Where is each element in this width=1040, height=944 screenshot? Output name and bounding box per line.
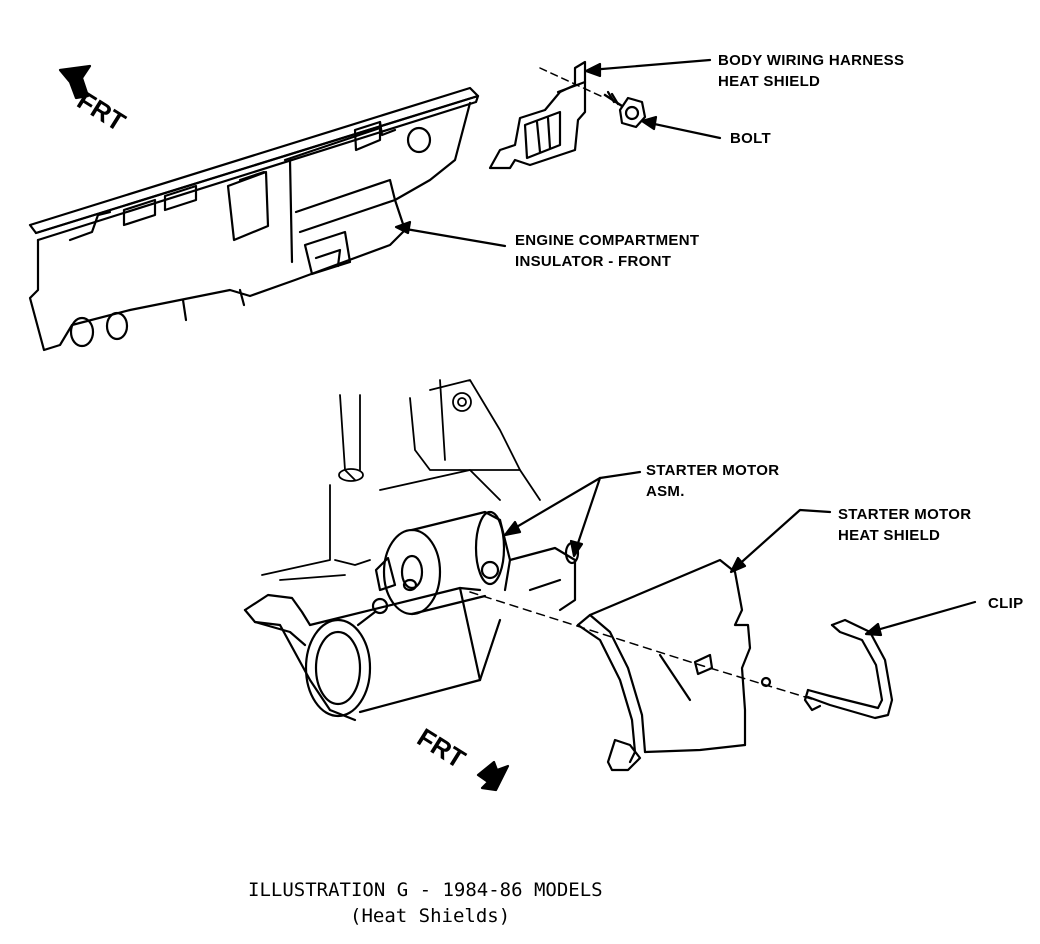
label-wiring-harness-line1: BODY WIRING HARNESS xyxy=(718,52,905,69)
bolt-leader-arrowhead-icon xyxy=(640,115,658,131)
frt-arrow-bottom-icon xyxy=(476,760,510,792)
engine-bracket xyxy=(261,379,541,581)
label-starter-shield: STARTER MOTOR HEAT SHIELD xyxy=(838,504,971,546)
engine-compartment-insulator xyxy=(28,86,480,352)
starter-motor-leader-a xyxy=(506,476,602,534)
label-starter-motor-line2: ASM. xyxy=(646,483,685,500)
label-insulator-line1: ENGINE COMPARTMENT xyxy=(515,232,700,249)
bolt-leader xyxy=(643,120,722,140)
label-clip: CLIP xyxy=(988,595,1024,612)
insulator-leader-arrowhead-icon xyxy=(394,220,412,235)
starter-motor-arrowhead-b-icon xyxy=(569,539,584,558)
label-wiring-harness-line2: HEAT SHIELD xyxy=(718,73,821,90)
label-wiring-harness: BODY WIRING HARNESS HEAT SHIELD xyxy=(718,50,904,92)
frt-arrow-top-icon xyxy=(58,64,92,100)
starter-motor-leader-b xyxy=(573,476,602,554)
label-insulator-line2: INSULATOR - FRONT xyxy=(515,253,672,270)
starter-motor-leader xyxy=(598,470,642,480)
shield-leader xyxy=(733,508,832,570)
starter-motor-heat-shield xyxy=(576,558,772,772)
caption-line1: ILLUSTRATION G - 1984-86 MODELS xyxy=(248,879,603,901)
shield-leader-arrowhead-icon xyxy=(729,556,747,574)
label-bolt: BOLT xyxy=(730,130,771,147)
label-insulator: ENGINE COMPARTMENT INSULATOR - FRONT xyxy=(515,230,699,272)
bolt-part xyxy=(603,90,647,129)
label-starter-motor: STARTER MOTOR ASM. xyxy=(646,460,779,502)
clip-leader xyxy=(868,600,977,634)
insulator-leader xyxy=(398,226,507,248)
shield-axis-line xyxy=(469,591,816,701)
bolt-axis-line xyxy=(539,67,606,99)
label-starter-motor-line1: STARTER MOTOR xyxy=(646,462,780,479)
wiring-harness-heat-shield xyxy=(488,60,587,170)
clip-leader-arrowhead-icon xyxy=(864,622,883,637)
harness-leader xyxy=(588,58,712,72)
harness-leader-arrowhead-icon xyxy=(584,62,602,78)
label-starter-shield-line2: HEAT SHIELD xyxy=(838,527,941,544)
caption-line2: (Heat Shields) xyxy=(350,905,511,927)
starter-motor-assembly xyxy=(243,510,580,722)
clip-part xyxy=(803,618,894,720)
starter-motor-arrowhead-a-icon xyxy=(503,520,522,537)
label-starter-shield-line1: STARTER MOTOR xyxy=(838,506,972,523)
